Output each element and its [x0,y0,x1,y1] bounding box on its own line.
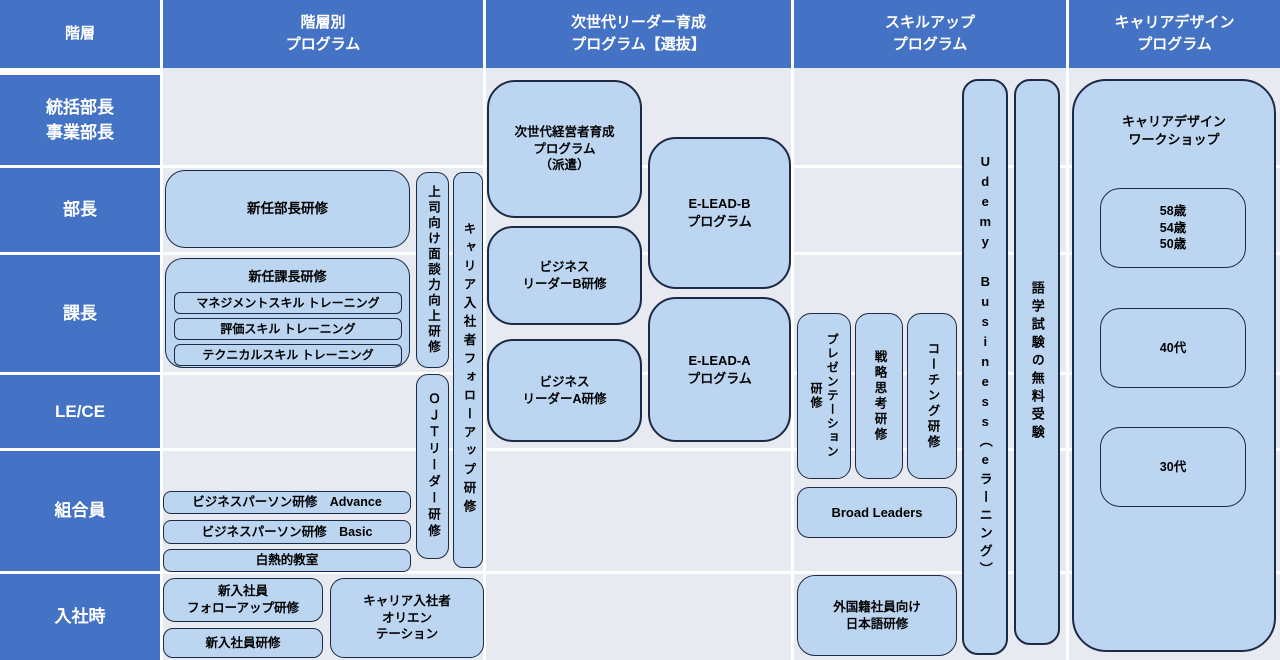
program-label: 白熱的教室 [255,553,319,568]
program-box-ws-age-58-54-50: 58歳 54歳 50歳 [1100,188,1246,268]
sidebar-level-lece: LE/CE [0,375,160,448]
program-box-management-skill-training: マネジメントスキル トレーニング [174,292,402,314]
program-box-new-bucho-training: 新任部長研修 [165,170,410,248]
program-label: ビジネス リーダーA研修 [522,374,607,406]
program-box-business-leader-a: ビジネス リーダーA研修 [487,339,642,442]
program-group-title: 新任課長研修 [248,269,327,284]
row-separator [160,571,1280,574]
program-label: 次世代経営者育成 プログラム （派遣） [514,124,615,173]
program-box-hakunetsu: 白熱的教室 [163,549,411,572]
program-label: 戦略思考研修 [872,349,887,443]
sidebar-level-label: 統括部長 事業部長 [46,97,114,143]
program-label: 新入社員 フォローアップ研修 [186,584,299,615]
program-label: ビジネスパーソン研修 Advance [192,495,382,510]
program-label: ビジネス リーダーB研修 [522,259,607,291]
header-column-skillup: スキルアップ プログラム [794,0,1066,68]
sidebar-level-label: 課長 [63,303,97,323]
program-box-ws-age-30s: 30代 [1100,427,1246,507]
column-separator [160,68,163,660]
header-hierarchy: 階層 [0,0,160,68]
program-box-bp-basic: ビジネスパーソン研修 Basic [163,520,411,544]
column-separator [1066,68,1069,660]
header-column-jisedai-leader-label: 次世代リーダー育成 プログラム【選抜】 [570,14,706,53]
program-label: 新任部長研修 [247,200,328,216]
column-separator [483,68,486,660]
program-group-career-design-workshop: キャリアデザイン ワークショップ 58歳 54歳 50歳 40代 30代 [1072,79,1276,652]
program-label: 58歳 54歳 50歳 [1159,203,1187,252]
program-box-shinnyu-kenshu: 新入社員研修 [163,628,323,658]
program-box-presentation-vertical: プレゼンテーション 研修 [797,313,851,479]
program-label: 上司向け面談力向上研修 [425,184,440,356]
header-hierarchy-label: 階層 [64,25,95,43]
sidebar-level-bucho: 部長 [0,168,160,252]
program-label: マネジメントスキル トレーニング [196,295,380,310]
program-box-elead-a: E-LEAD-A プログラム [648,297,791,442]
column-separator [791,68,794,660]
header-column-career-design-label: キャリアデザイン プログラム [1114,14,1235,53]
program-box-career-orientation: キャリア入社者 オリエン テーション [330,578,484,658]
sidebar-level-nyushaji: 入社時 [0,574,160,660]
program-box-gogaku-shiken-vertical: 語学試験の無料受験 [1014,79,1060,645]
sidebar-level-label: 入社時 [54,607,106,627]
program-label: 語学試験の無料受験 [1029,281,1045,443]
program-box-udemy-business-vertical: Udemy Business（eラーニング） [962,79,1008,655]
program-label: ビジネスパーソン研修 Basic [201,524,373,539]
program-box-ws-age-40s: 40代 [1100,308,1246,388]
program-box-elead-b: E-LEAD-B プログラム [648,137,791,289]
program-label: プレゼンテーション 研修 [809,333,840,459]
header-column-career-design: キャリアデザイン プログラム [1069,0,1280,68]
program-label: 外国籍社員向け 日本語研修 [833,599,921,631]
program-group-title: キャリアデザイン ワークショップ [1121,114,1226,148]
program-box-jisedai-keieisha: 次世代経営者育成 プログラム （派遣） [487,80,642,218]
program-label: キャリア入社者フォローアップ研修 [461,222,476,518]
program-label: Udemy Business（eラーニング） [977,154,993,580]
row-separator [160,448,1280,451]
program-box-shinnyu-followup: 新入社員 フォローアップ研修 [163,578,323,622]
program-label: Broad Leaders [831,504,923,520]
program-box-gaikokuseki-nihongo: 外国籍社員向け 日本語研修 [797,575,957,656]
program-box-coaching-vertical: コーチング研修 [907,313,957,479]
sidebar-level-toukatsu-bucho: 統括部長 事業部長 [0,75,160,165]
program-box-joshi-mendan-vertical: 上司向け面談力向上研修 [416,172,449,368]
program-label: コーチング研修 [925,341,940,451]
program-box-career-followup-vertical: キャリア入社者フォローアップ研修 [453,172,483,568]
program-box-broad-leaders: Broad Leaders [797,487,957,538]
sidebar-level-label: 部長 [63,200,97,220]
header-column-jisedai-leader: 次世代リーダー育成 プログラム【選抜】 [486,0,791,68]
sidebar-level-kumiaiin: 組合員 [0,451,160,571]
program-label: 40代 [1159,340,1187,355]
program-label: E-LEAD-A プログラム [687,352,752,386]
program-label: 30代 [1159,459,1187,474]
sidebar-level-label: 組合員 [54,501,106,521]
sidebar-level-label: LE/CE [54,401,106,421]
program-box-senryaku-shiko-vertical: 戦略思考研修 [855,313,903,479]
header-column-kaisoubetsu: 階層別 プログラム [163,0,483,68]
program-label: ＯＪＴリーダー研修 [425,392,440,541]
sidebar-level-kacho: 課長 [0,255,160,372]
program-label: E-LEAD-B プログラム [687,196,752,229]
header-column-skillup-label: スキルアップ プログラム [884,14,975,53]
program-box-bp-advance: ビジネスパーソン研修 Advance [163,491,411,514]
program-box-business-leader-b: ビジネス リーダーB研修 [487,226,642,325]
program-box-ojt-leader-vertical: ＯＪＴリーダー研修 [416,374,449,559]
program-label: 評価スキル トレーニング [220,321,356,336]
program-group-new-kacho-training: 新任課長研修 マネジメントスキル トレーニング 評価スキル トレーニング テクニ… [165,258,410,368]
header-column-kaisoubetsu-label: 階層別 プログラム [285,14,361,53]
program-box-hyoka-skill-training: 評価スキル トレーニング [174,318,402,340]
program-label: キャリア入社者 オリエン テーション [363,593,451,642]
program-label: 新入社員研修 [205,635,281,650]
program-label: テクニカルスキル トレーニング [202,347,374,362]
program-box-technical-skill-training: テクニカルスキル トレーニング [174,344,402,366]
